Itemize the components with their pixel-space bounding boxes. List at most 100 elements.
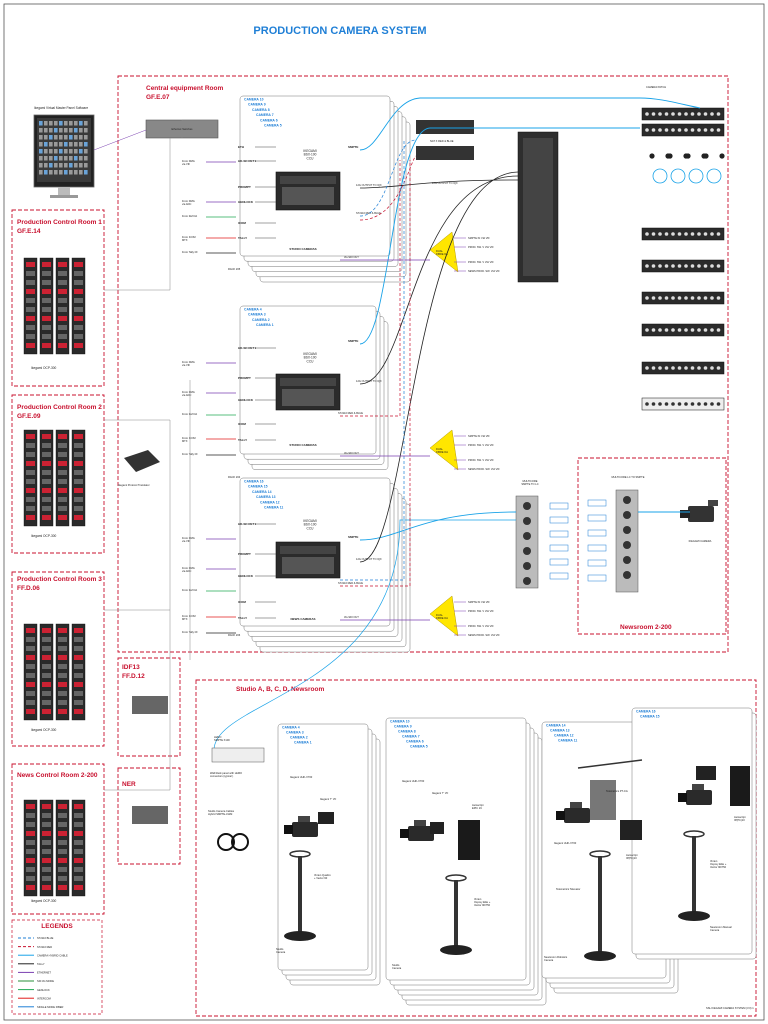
patch-panel — [641, 291, 725, 305]
lc-coupler — [587, 514, 607, 522]
input-source-label: From Ref DA — [182, 412, 197, 416]
camera-body — [564, 808, 590, 823]
ocp-knob — [42, 470, 51, 475]
patch-port — [671, 112, 675, 116]
studio-title: Studio A, B, C, D, Newsroom — [236, 686, 324, 693]
ocp-knob — [74, 316, 83, 321]
legend-label: TALLY — [37, 962, 45, 966]
patch-port — [703, 128, 708, 132]
smpte-wire — [359, 511, 517, 541]
patch-port — [651, 402, 656, 406]
pedestal-ring — [289, 850, 311, 858]
ncr-title: News Control Room 2-200 — [17, 772, 98, 779]
fiber-da-triangle — [429, 595, 459, 637]
pedestal-ring — [589, 850, 611, 858]
legend-label: GENLOCK — [37, 988, 50, 992]
multicore-connector — [523, 547, 531, 555]
st2110-red — [340, 160, 401, 417]
ocp-wire — [104, 610, 171, 791]
legend-title: LEGENDS — [41, 923, 73, 930]
patch-port — [697, 402, 701, 406]
text-line: From DMG — [182, 566, 195, 570]
ccu-port-label: PROMPT — [238, 185, 251, 189]
output-wire — [359, 175, 519, 385]
pedestal-base — [440, 945, 472, 955]
patch-port — [664, 296, 669, 300]
studio-card-label: CAMERA 14 — [546, 724, 566, 728]
pcr2-box — [11, 394, 105, 554]
panel-button — [59, 163, 63, 168]
patch-port — [684, 328, 688, 332]
ocp-knob — [42, 646, 51, 651]
equipment-label: Ikegami UHK-X700 — [290, 775, 313, 779]
12g-output-label-a: 12G OUTPUT TO IQX — [432, 181, 458, 185]
patch-port — [658, 264, 662, 268]
ocp-knob — [26, 461, 35, 466]
text-line: SMPTE TO LC — [521, 482, 538, 486]
fiber-loop — [670, 168, 686, 184]
ocp-knob — [58, 691, 67, 696]
ocp-knob — [26, 822, 35, 827]
ocp-knob — [42, 673, 51, 678]
text-line: Vinten Quattro — [314, 873, 331, 877]
ocp-knob — [74, 298, 83, 303]
pedestal-column — [598, 856, 602, 956]
patch-port — [645, 402, 649, 406]
sdi-out-label: 3G-SDI OUT — [344, 451, 359, 455]
patch-port — [645, 328, 649, 332]
ocp-knob — [42, 280, 51, 285]
ocp-knob — [58, 334, 67, 339]
equipment-label: Ikegami UHK-X700 — [402, 779, 425, 783]
monitor-stand — [58, 187, 70, 195]
camera-body — [686, 790, 712, 805]
ocp-knob — [26, 637, 35, 642]
ocp-knob — [74, 673, 83, 678]
iqx-router-rack — [517, 131, 559, 283]
ocp-knob — [58, 628, 67, 633]
camera-card-label: CAMERA 12 — [260, 500, 280, 504]
panel-button — [44, 135, 48, 140]
panel-button — [64, 121, 68, 126]
camera-card-label: CAMERA 1 — [256, 323, 274, 327]
wall-rack-panel — [211, 747, 265, 763]
rack-206-label: RACK 206 — [228, 633, 241, 637]
patch-panel — [641, 259, 725, 273]
panel-button — [69, 121, 73, 126]
pcr3-code: FF.D.06 — [17, 585, 40, 592]
ccu-unit-3 — [275, 541, 341, 579]
ocp-knob — [42, 691, 51, 696]
panel-button — [69, 135, 73, 140]
patch-port — [658, 402, 662, 406]
ocp-knob — [58, 709, 67, 714]
panel-button — [79, 170, 83, 175]
ocp-knob — [74, 470, 83, 475]
ocp-knob — [74, 646, 83, 651]
ocp-knob — [58, 470, 67, 475]
da-output-label: SMPTE IN VIA VIF — [468, 600, 490, 604]
pedestal-column — [298, 856, 302, 936]
text-line: EPIC 19 — [472, 806, 482, 810]
patch-port — [684, 264, 688, 268]
studio-fiber-wire — [213, 519, 516, 751]
text-line: MULTICORE — [522, 479, 537, 483]
ocp-knob — [26, 691, 35, 696]
text-line: IP(PC)10 — [734, 818, 745, 822]
panel-button — [59, 149, 63, 154]
fiber-connector — [649, 153, 655, 159]
ocp-knob — [26, 673, 35, 678]
panel-button — [64, 135, 68, 140]
panel-button — [84, 170, 88, 175]
camera-patch-panels — [641, 107, 725, 411]
fiber-connector — [703, 153, 709, 159]
patch-port — [710, 402, 714, 406]
ocp-knob — [74, 307, 83, 312]
connection-wires — [93, 97, 701, 791]
ccu-port-label: HD-SD RET1 — [238, 159, 256, 163]
ocp-knob — [58, 488, 67, 493]
